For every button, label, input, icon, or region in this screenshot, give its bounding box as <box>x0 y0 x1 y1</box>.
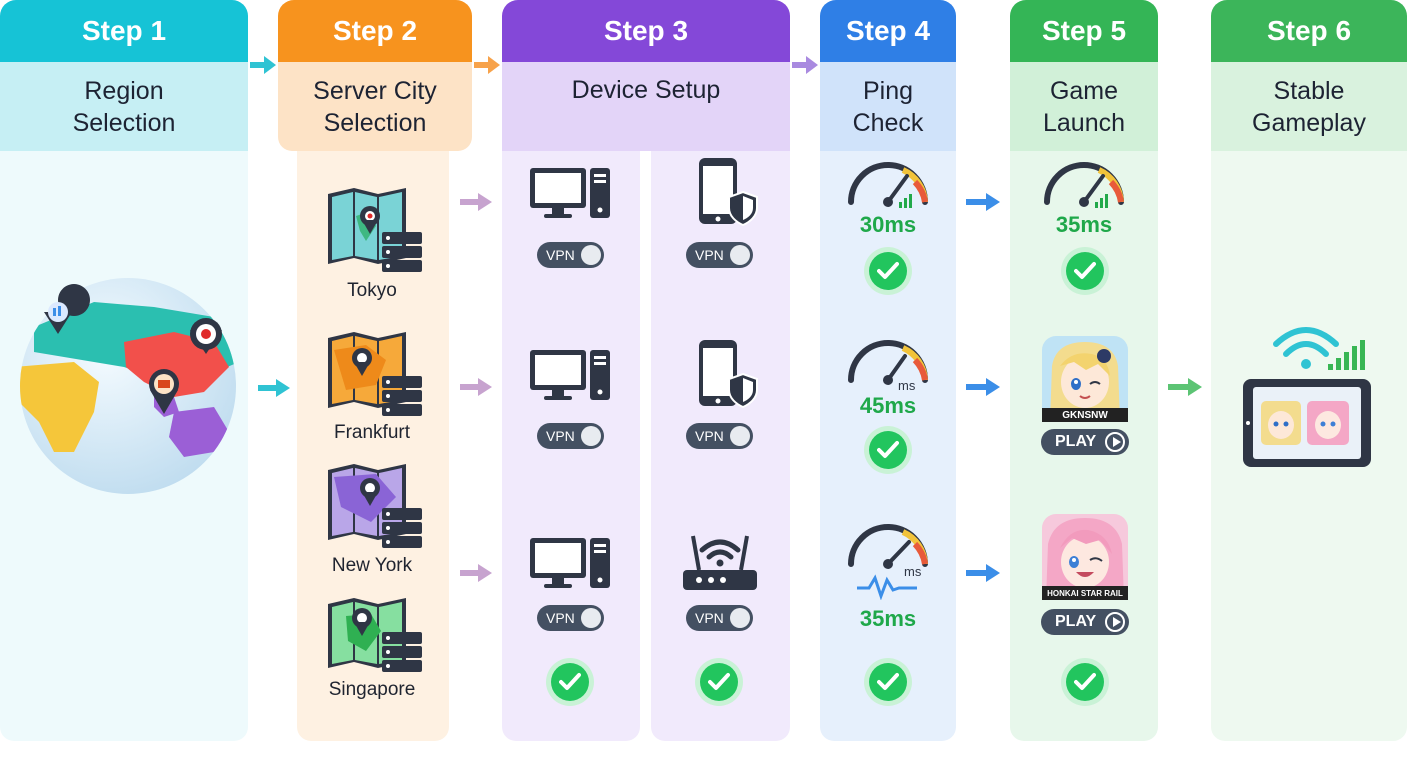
step-2-label: Step 2 <box>332 15 418 46</box>
city-label-new-york: New York <box>331 555 413 576</box>
game-icon-label: GKNSNW <box>1042 409 1128 422</box>
desktop-computer-icon <box>530 350 610 400</box>
play-icon <box>1105 432 1125 452</box>
step-3-title: Device Setup <box>502 62 790 151</box>
check-icon <box>869 431 907 469</box>
phone-shield-icon <box>699 158 758 227</box>
check-icon <box>1066 663 1104 701</box>
play-button[interactable]: PLAY <box>1041 429 1129 455</box>
ping-value: 30ms <box>859 212 917 237</box>
tablet-gameplay-icon <box>1243 379 1371 467</box>
step-5-label: Step 5 <box>1041 15 1127 46</box>
check-icon <box>869 663 907 701</box>
speed-gauge-icon <box>848 340 928 385</box>
globe-icon <box>20 278 236 494</box>
map-server-icon <box>328 464 422 548</box>
city-label-singapore: Singapore <box>328 679 416 700</box>
speed-gauge-icon <box>848 162 928 208</box>
arrow-icon <box>792 56 818 74</box>
step-4-header: Step 4 <box>820 0 956 62</box>
desktop-computer-icon <box>530 168 610 218</box>
arrow-icon <box>460 193 492 211</box>
check-icon <box>869 252 907 290</box>
step-2-header: Step 2 <box>278 0 472 62</box>
vpn-toggle[interactable]: VPN <box>686 605 753 631</box>
map-server-icon <box>328 598 422 672</box>
step-3-label: Step 3 <box>603 15 689 46</box>
speed-gauge-icon <box>848 524 928 600</box>
desktop-computer-icon <box>530 538 610 588</box>
play-button[interactable]: PLAY <box>1041 609 1129 635</box>
game-icon-label: HONKAI STAR RAIL <box>1042 588 1128 600</box>
vpn-toggle[interactable]: VPN <box>537 423 604 449</box>
vpn-toggle[interactable]: VPN <box>537 605 604 631</box>
arrow-icon <box>460 378 492 396</box>
step-1-label: Step 1 <box>81 15 167 46</box>
arrow-icon <box>460 564 492 582</box>
ping-value: 45ms <box>859 393 917 418</box>
ping-unit: ms <box>898 378 916 393</box>
vpn-toggle[interactable]: VPN <box>686 242 753 268</box>
city-label-frankfurt: Frankfurt <box>333 422 411 443</box>
game-app-icon[interactable] <box>1042 336 1128 422</box>
check-icon <box>1066 252 1104 290</box>
step-5-header: Step 5 <box>1010 0 1158 62</box>
step-6-label: Step 6 <box>1266 15 1352 46</box>
ping-value: 35ms <box>1055 212 1113 237</box>
speed-gauge-icon <box>1044 162 1124 208</box>
step-4-label: Step 4 <box>845 15 931 46</box>
arrow-icon <box>250 56 276 74</box>
arrow-icon <box>1168 378 1202 396</box>
vpn-toggle[interactable]: VPN <box>686 423 753 449</box>
arrow-icon <box>474 56 500 74</box>
arrow-icon <box>966 378 1000 396</box>
check-icon <box>551 663 589 701</box>
arrow-icon <box>966 193 1000 211</box>
city-label-tokyo: Tokyo <box>347 280 397 301</box>
play-icon <box>1105 612 1125 632</box>
ping-value: 35ms <box>859 606 917 631</box>
arrow-icon <box>258 379 290 397</box>
map-server-icon <box>328 188 422 272</box>
step-3-header: Step 3 <box>502 0 790 62</box>
wifi-signal-icon <box>1273 327 1365 370</box>
phone-shield-icon <box>699 340 758 409</box>
wifi-router-icon <box>683 535 757 590</box>
ping-unit: ms <box>904 564 922 579</box>
pin-icon <box>44 284 90 334</box>
map-server-icon <box>328 332 422 416</box>
check-icon <box>700 663 738 701</box>
step-1-header: Step 1 <box>0 0 248 62</box>
vpn-toggle[interactable]: VPN <box>537 242 604 268</box>
step-6-header: Step 6 <box>1211 0 1407 62</box>
arrow-icon <box>966 564 1000 582</box>
